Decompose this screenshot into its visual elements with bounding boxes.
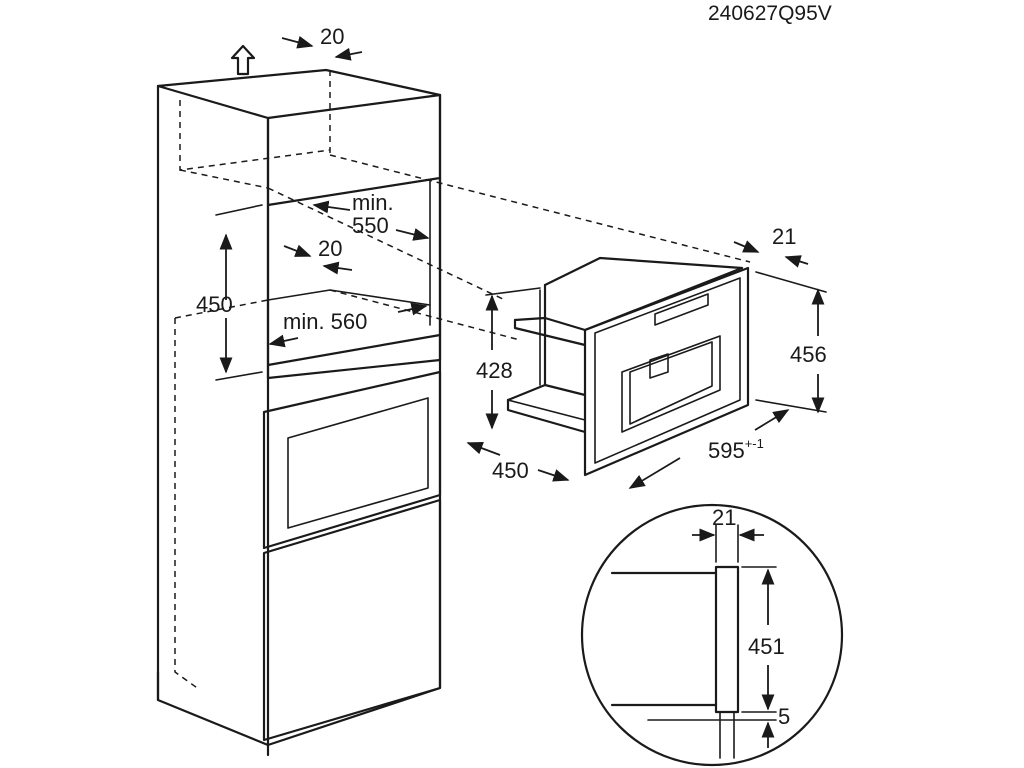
width-value: 595	[708, 438, 745, 463]
front-thickness-label: 21	[772, 224, 796, 249]
width-tolerance: +-1	[745, 436, 764, 451]
coffee-machine	[506, 256, 750, 477]
depth-label: 450	[492, 458, 529, 483]
niche-width-label: min. 560	[283, 309, 367, 334]
detail-thickness-label: 21	[712, 505, 736, 530]
cabinet-dimension-lines	[215, 35, 430, 381]
detail-height-label: 451	[748, 634, 785, 659]
side-gap-label: 20	[318, 236, 342, 261]
appliance-dimension-lines	[466, 240, 827, 489]
vent-arrow-icon	[230, 44, 256, 76]
detail-view	[580, 503, 844, 767]
detail-gap-label: 5	[778, 704, 790, 729]
top-gap-label: 20	[320, 24, 344, 49]
niche-depth-label-line2: 550	[352, 213, 389, 238]
niche-height-label: 450	[196, 292, 233, 317]
width-label: 595+-1	[708, 436, 764, 463]
drawing-reference: 240627Q95V	[708, 2, 832, 25]
front-height-label: 456	[790, 342, 827, 367]
body-height-label: 428	[476, 358, 513, 383]
niche-depth-label-line1: min.	[352, 190, 394, 215]
tall-cabinet	[156, 68, 751, 757]
